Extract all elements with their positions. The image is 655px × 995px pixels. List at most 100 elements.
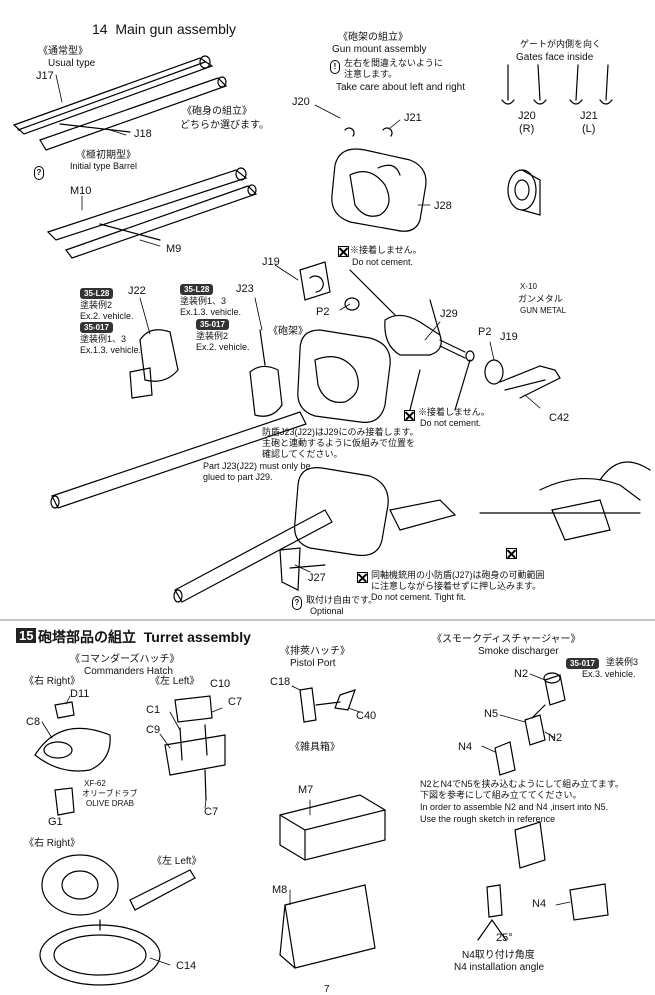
ex13-en: Ex.1.3. vehicle. xyxy=(80,345,142,355)
optional-en: Optional xyxy=(310,606,344,616)
part-j17: J17 xyxy=(36,70,54,82)
smoke-jp: 《スモークディスチャージャー》 xyxy=(432,634,581,645)
ex2-en: Ex.2. vehicle. xyxy=(80,311,134,321)
part-c42: C42 xyxy=(549,412,570,424)
gates-diagram xyxy=(501,64,613,105)
initial-type-jp: 《極初期型》 xyxy=(76,150,136,161)
paint-code: XF-62 xyxy=(84,779,106,788)
paint-en: OLIVE DRAB xyxy=(86,799,135,808)
gun-mount-j28 xyxy=(331,127,427,232)
badge-35-l28-b: 35-L28 xyxy=(180,284,214,295)
part-j20-r: J20 xyxy=(518,110,536,122)
n-note-en2: Use the rough sketch in reference xyxy=(420,814,556,824)
ex2b-jp: 塗装例2 xyxy=(196,331,229,341)
initial-type-en: Initial type Barrel xyxy=(70,161,138,171)
label-r: (R) xyxy=(519,123,535,135)
part-n4b: N4 xyxy=(532,898,547,910)
note-jp3: 確認してください。 xyxy=(262,449,343,459)
mantlet-j23 xyxy=(249,329,283,417)
turret-detail xyxy=(479,461,651,541)
lr-caution-jp1: 左右を間違えないように xyxy=(344,58,443,68)
part-d11: D11 xyxy=(70,688,90,700)
lr-caution-jp2: 注意します。 xyxy=(344,69,398,79)
part-m10: M10 xyxy=(70,185,92,197)
pistol-port xyxy=(299,687,356,723)
no-cement-jp: ※接着しません。 xyxy=(350,245,422,255)
gun-mount-en: Gun mount assembly xyxy=(332,44,427,55)
gates-en: Gates face inside xyxy=(516,52,594,63)
badge-35-017-b: 35-017 xyxy=(196,319,229,330)
no-cement-icon-3 xyxy=(506,548,517,559)
pistol-port-jp: 《排莢ハッチ》 xyxy=(280,646,350,657)
right-label: 《右 Right》 xyxy=(24,676,81,687)
part-j19b: J19 xyxy=(500,331,518,343)
j27-jp1: 同軸機銃用の小防盾(J27)は砲身の可動範囲 xyxy=(371,570,545,580)
gun-assembled-lower xyxy=(173,467,457,603)
part-j23: J23 xyxy=(236,283,254,295)
barrel-usual xyxy=(12,55,228,151)
step14-heading: 14 Main gun assembly xyxy=(92,21,236,37)
step14-title: Main gun assembly xyxy=(115,21,236,37)
part-m9: M9 xyxy=(166,243,182,255)
part-n5: N5 xyxy=(484,708,499,720)
smoke-en: Smoke discharger xyxy=(478,646,559,657)
note-jp2: 主砲と連動するように仮組みで位置を xyxy=(262,438,416,448)
part-n2b: N2 xyxy=(548,732,563,744)
ex2b-en: Ex.2. vehicle. xyxy=(196,342,250,352)
part-j21: J21 xyxy=(404,112,422,124)
step14-number: 14 xyxy=(92,21,108,37)
part-j29: J29 xyxy=(440,308,458,320)
barrel-assembly-jp2: どちらか選びます。 xyxy=(180,120,269,131)
part-n2: N2 xyxy=(514,668,529,680)
step15-title-en: Turret assembly xyxy=(143,629,251,645)
cmd-hatch-jp: 《コマンダーズハッチ》 xyxy=(70,654,180,665)
n-note-jp1: N2とN4でN5を挟み込むようにして組み立てます。 xyxy=(420,779,624,789)
stowage-box xyxy=(279,794,386,969)
ex13b-jp: 塗装例1、3 xyxy=(180,296,227,306)
part-j22: J22 xyxy=(128,285,146,297)
part-m8: M8 xyxy=(272,884,288,896)
j19-right xyxy=(507,169,541,216)
part-g1: G1 xyxy=(48,816,63,828)
n-note-en1: In order to assemble N2 and N4 ,insert i… xyxy=(420,802,609,812)
step15-number: 15 xyxy=(16,628,37,643)
assembled-barrel xyxy=(50,411,307,509)
mantlet-j22 xyxy=(129,329,179,399)
stowage-jp: 《雑具箱》 xyxy=(290,742,340,753)
part-c40: C40 xyxy=(356,710,377,722)
part-j19: J19 xyxy=(262,256,280,268)
part-j28: J28 xyxy=(434,200,452,212)
no-cement-icon xyxy=(338,246,349,257)
step15-heading: 砲塔部品の組立 Turret assembly xyxy=(38,629,251,645)
pistol-port-en: Pistol Port xyxy=(290,658,336,669)
commander-hatch-left xyxy=(164,695,226,801)
j27-jp2: に注意しながら接着せずに押し込みます。 xyxy=(371,581,542,591)
part-j18: J18 xyxy=(134,128,152,140)
ex13b-en: Ex.1.3. vehicle. xyxy=(180,307,242,317)
part-j21-l: J21 xyxy=(580,110,598,122)
no-cement2-jp: ※接着しません。 xyxy=(418,407,490,417)
gun-mount-jp: 《砲架の組立》 xyxy=(338,32,408,43)
ex13-jp: 塗装例1、3 xyxy=(80,334,127,344)
ex2-jp: 塗装例2 xyxy=(80,300,113,310)
usual-type-jp: 《通常型》 xyxy=(38,46,88,57)
ex3-jp: 塗装例3 xyxy=(606,657,639,667)
ex3-en: Ex.3. vehicle. xyxy=(582,669,636,679)
part-c8: C8 xyxy=(26,716,41,728)
smoke-discharger xyxy=(477,672,609,941)
badge-35-017-a: 35-017 xyxy=(80,322,113,333)
part-c7: C7 xyxy=(228,696,243,708)
label-l: (L) xyxy=(582,123,596,135)
part-c18: C18 xyxy=(270,676,291,688)
paint-jp: オリーブドラブ xyxy=(82,789,138,798)
barrel-initial xyxy=(46,167,258,259)
gunmetal-jp: ガンメタル xyxy=(518,294,563,304)
angle-jp: N4取り付け角度 xyxy=(462,950,535,961)
part-p2: P2 xyxy=(316,306,330,318)
optional-icon: ? xyxy=(34,166,44,180)
gunmetal-en: GUN METAL xyxy=(520,306,567,315)
leader-lines xyxy=(41,74,571,966)
note-en2: glued to part J29. xyxy=(203,472,273,482)
part-j20: J20 xyxy=(292,96,310,108)
